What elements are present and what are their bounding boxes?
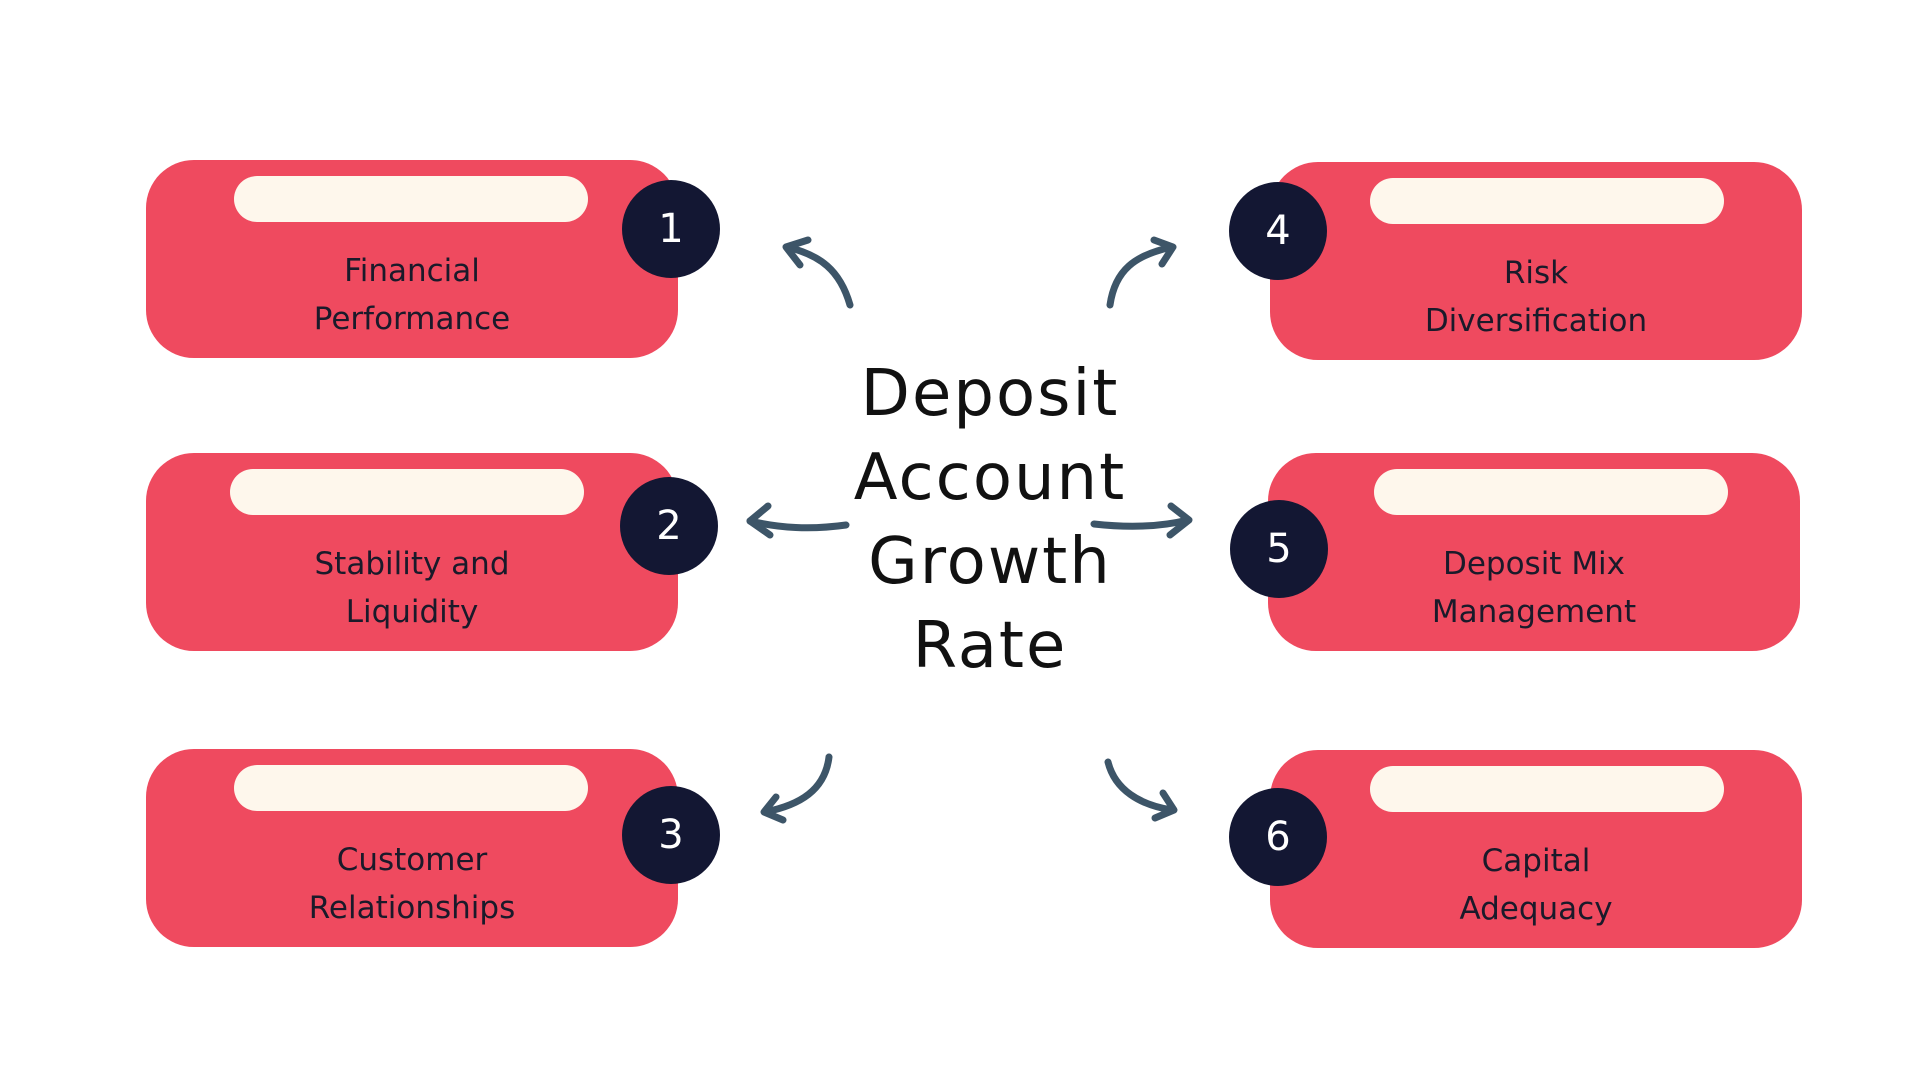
curved-arrow-icon <box>1106 236 1177 309</box>
card-label-line: Risk <box>1503 255 1569 291</box>
card-label-line: Deposit Mix <box>1442 546 1626 582</box>
card-label: Risk Diversification <box>1330 242 1742 352</box>
card-label-line: Financial <box>344 253 480 289</box>
card-risk-diversification: Risk Diversification <box>1270 162 1802 360</box>
card-label: Customer Relationships <box>206 829 618 939</box>
pill-placeholder <box>234 765 588 811</box>
pill-placeholder <box>1370 766 1724 812</box>
card-stability-liquidity: Stability and Liquidity <box>146 453 678 651</box>
card-label-line: Capital <box>1481 843 1591 879</box>
card-deposit-mix-management: Deposit Mix Management <box>1268 453 1800 651</box>
pill-placeholder <box>234 176 588 222</box>
number-badge-1: 1 <box>622 180 720 278</box>
pill-placeholder <box>230 469 584 515</box>
card-label: Deposit Mix Management <box>1328 533 1740 643</box>
pill-placeholder <box>1374 469 1728 515</box>
number-badge-3: 3 <box>622 786 720 884</box>
card-label-line: Liquidity <box>345 594 479 630</box>
card-label-line: Customer <box>336 842 488 878</box>
card-capital-adequacy: Capital Adequacy <box>1270 750 1802 948</box>
pill-placeholder <box>1370 178 1724 224</box>
card-label-line: Management <box>1431 594 1637 630</box>
curved-arrow-icon <box>1104 758 1178 822</box>
center-title-line: Deposit <box>860 357 1120 431</box>
card-label-line: Performance <box>313 301 511 337</box>
number-badge-5: 5 <box>1230 500 1328 598</box>
center-title-line: Growth <box>868 525 1112 599</box>
number-badge-6: 6 <box>1229 788 1327 886</box>
card-customer-relationships: Customer Relationships <box>146 749 678 947</box>
number-badge-4: 4 <box>1229 182 1327 280</box>
card-label-line: Stability and <box>314 546 510 582</box>
card-label-line: Diversification <box>1424 303 1648 339</box>
card-label: Stability and Liquidity <box>206 533 618 643</box>
curved-arrow-icon <box>1090 502 1193 539</box>
center-title-line: Account <box>853 441 1127 515</box>
card-label: Financial Performance <box>206 240 618 350</box>
card-financial-performance: Financial Performance <box>146 160 678 358</box>
center-title: Deposit Account Growth Rate <box>790 352 1190 688</box>
number-badge-2: 2 <box>620 477 718 575</box>
center-title-line: Rate <box>912 609 1068 683</box>
curved-arrow-icon <box>746 502 850 539</box>
card-label-line: Adequacy <box>1459 891 1613 927</box>
card-label-line: Relationships <box>308 890 516 926</box>
curved-arrow-icon <box>782 236 854 309</box>
curved-arrow-icon <box>760 753 833 824</box>
card-label: Capital Adequacy <box>1330 830 1742 940</box>
